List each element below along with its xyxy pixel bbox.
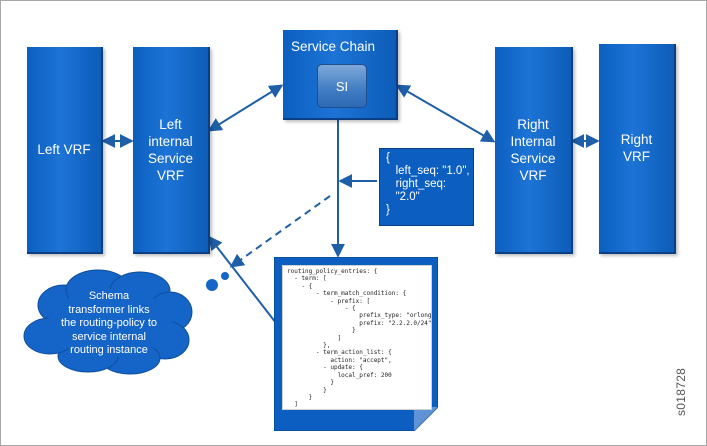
arrow-left-internal-to-service-chain [207,84,284,132]
code-line: - update: { [287,364,363,372]
service-instance-label: SI [335,78,349,94]
service-chain-label: Service Chain [291,39,376,54]
code-line: ] [287,334,342,342]
left-internal-label: Left internal Service VRF [147,116,193,183]
left-vrf-node: Left VRF [27,47,103,254]
code-line: } [287,327,356,335]
thought-bubble-dot [206,279,218,291]
code-line: - prefix: [ [287,297,371,305]
code-line: - term_match_condition: { [287,290,407,298]
routing-policy-document: routing_policy_entries: { - term: [ - { … [274,257,438,431]
right-vrf-node: Right VRF [599,44,676,254]
arrow-service-chain-to-right-internal [395,84,496,143]
sequence-json-box: { left_seq: "1.0", right_seq: "2.0" } [379,148,474,226]
dashed-arrow-schema-link [229,195,331,268]
code-line: - term: [ [287,275,327,283]
code-line: - { [287,305,356,313]
code-line: action: "accept", [287,356,392,364]
code-line: } [287,379,334,387]
json-line: right_seq: [386,178,447,190]
code-line: } [287,393,313,401]
code-line: prefix: "2.2.2.0/24" [287,319,432,327]
service-instance-node: SI [317,64,367,108]
code-line: - { [287,282,313,290]
figure-id: s018728 [674,367,688,416]
left-internal-service-vrf-node: Left internal Service VRF [133,47,210,254]
code-line: prefix_type: "orlonger", [287,312,432,320]
arrow-left-internal-to-policy [208,235,277,324]
code-line: } [287,409,427,410]
code-line: ] [287,401,298,409]
code-line: routing_policy_entries: { [287,268,378,275]
code-line: local_pref: 200 [287,371,392,379]
right-vrf-label: Right VRF [620,132,653,164]
code-line: - term_action_list: { [287,349,392,357]
json-line: "2.0" [386,191,420,203]
right-internal-label: Right Internal Service VRF [510,116,556,183]
service-chain-node: Service Chain SI [283,30,398,120]
json-line: left_seq: "1.0", [386,165,470,177]
json-line: { [386,152,390,164]
code-line: }, [287,342,331,350]
json-line: } [386,204,390,216]
right-internal-service-vrf-node: Right Internal Service VRF [495,47,573,254]
left-vrf-label: Left VRF [37,142,91,157]
cloud-callout-text: Schema transformer links the routing-pol… [61,290,157,356]
code-line: } [287,386,327,394]
thought-bubble-dot [221,272,229,280]
policy-code: routing_policy_entries: { - term: [ - { … [282,265,432,410]
